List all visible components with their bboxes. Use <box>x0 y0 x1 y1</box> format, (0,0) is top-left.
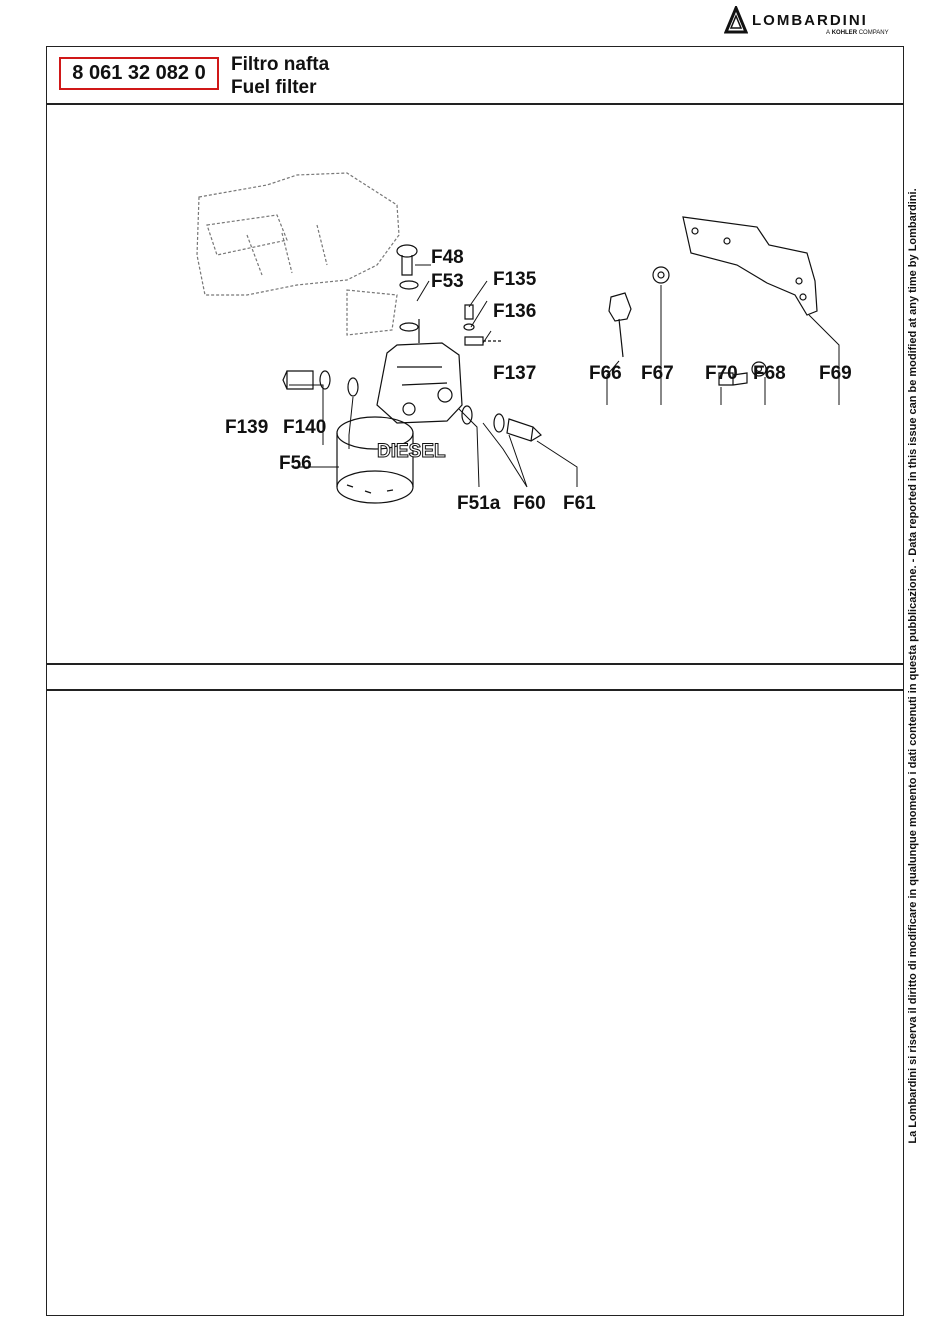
part-number: 8 061 32 082 0 <box>59 57 219 90</box>
callout-F48: F48 <box>431 247 464 268</box>
lombardini-logo-icon <box>724 6 748 34</box>
callout-labels: F48 F53 F135 F136 F137 F66 F67 F70 F68 F… <box>225 247 852 514</box>
part-F139-bolt <box>282 370 314 390</box>
callout-F139: F139 <box>225 417 268 438</box>
part-F66-bolt <box>608 292 632 358</box>
callout-F56: F56 <box>279 453 312 474</box>
callout-F66: F66 <box>589 363 622 384</box>
part-F60-washer <box>461 405 473 425</box>
part-F136-washer <box>463 323 475 331</box>
part-F53-washer <box>399 280 419 290</box>
part-F137-fitting <box>464 336 484 346</box>
callout-F137: F137 <box>493 363 536 384</box>
callout-F135: F135 <box>493 269 537 290</box>
part-F68-washer <box>751 361 767 377</box>
filter-head <box>376 319 463 424</box>
tagline-prefix: A <box>826 30 831 36</box>
callout-F61: F61 <box>563 493 596 514</box>
callout-F69: F69 <box>819 363 852 384</box>
callout-F60: F60 <box>513 493 546 514</box>
callout-F70: F70 <box>705 363 738 384</box>
part-F135-screw <box>464 304 474 320</box>
callout-F140: F140 <box>283 417 326 438</box>
tagline-company: KOHLER <box>831 30 858 36</box>
callout-F53: F53 <box>431 271 464 292</box>
part-F140-washer <box>319 370 331 390</box>
title-italian: Filtro nafta <box>231 54 330 75</box>
vertical-disclaimer: La Lombardini si riserva il diritto di m… <box>907 188 919 1144</box>
part-F56-cartridge <box>336 416 414 504</box>
part-F48-bolt <box>396 244 418 276</box>
callout-F136: F136 <box>493 301 536 322</box>
brand-name: LOMBARDINI <box>752 12 868 29</box>
brand-logo: LOMBARDINI A KOHLER COMPANY <box>724 6 904 40</box>
exploded-parts-diagram: DIESEL F48 F53 F135 F136 F137 F66 F67 F7… <box>196 172 852 514</box>
part-F70-bolt <box>718 372 748 386</box>
callout-F51a: F51a <box>457 493 501 514</box>
part-F69-bracket <box>682 216 818 316</box>
part-F67-washer <box>652 266 670 284</box>
leader-lines <box>289 264 840 488</box>
header-divider <box>47 103 903 105</box>
callout-F68: F68 <box>753 363 786 384</box>
callout-F67: F67 <box>641 363 674 384</box>
diagram-divider <box>47 663 903 665</box>
engine-outline <box>196 172 400 336</box>
title-english: Fuel filter <box>231 77 317 98</box>
page-frame: 8 061 32 082 0 Filtro nafta Fuel filter <box>46 46 904 1316</box>
part-F61-bolt <box>506 418 542 442</box>
table-header-divider <box>47 689 903 691</box>
tagline-suffix: COMPANY <box>858 30 889 36</box>
diesel-label: DIESEL <box>377 441 446 462</box>
page-title: Filtro nafta Fuel filter <box>231 53 329 99</box>
brand-tagline: A KOHLER COMPANY <box>826 30 889 36</box>
